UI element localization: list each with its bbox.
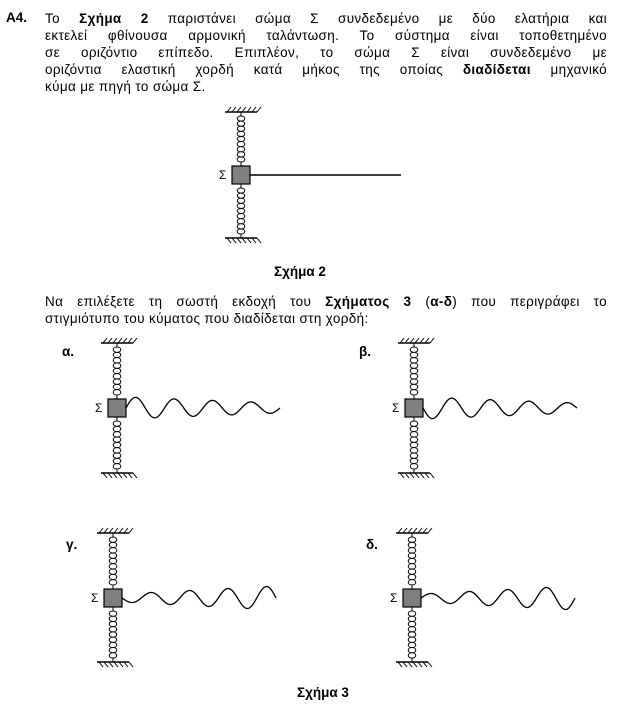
figure-2-top-spring xyxy=(236,112,246,166)
p2-line-1: Να επιλέξετε τη σωστή εκδοχή του Σχήματο… xyxy=(45,294,607,309)
p1-line-4: οριζόντια ελαστική χορδή κατά μήκος της … xyxy=(45,62,608,77)
figure-2-caption: Σχήμα 2 xyxy=(274,264,326,279)
option-b-body xyxy=(404,398,424,418)
option-c-bottom-spring xyxy=(108,607,118,662)
option-b-wave xyxy=(422,397,578,420)
option-c-top-spring xyxy=(108,533,118,589)
option-a-label: α. xyxy=(62,344,75,359)
p1-line-1: Το Σχήμα 2 παριστάνει σώμα Σ συνδεδεμένο… xyxy=(45,11,608,26)
option-b-bottom-spring xyxy=(409,417,419,473)
question-paragraph-2: Να επιλέξετε τη σωστή εκδοχή του Σχήματο… xyxy=(45,293,607,327)
option-d-bottom-spring xyxy=(407,607,417,662)
figure-2-body xyxy=(231,165,251,185)
figure-2-bottom-spring xyxy=(236,184,246,238)
option-c-wave xyxy=(121,585,277,610)
option-d-label: δ. xyxy=(366,537,378,552)
figure-3-caption: Σχήμα 3 xyxy=(297,685,349,700)
figure-2-body-label: Σ xyxy=(219,168,226,182)
option-b-assembly: Σ xyxy=(392,337,578,479)
option-b-label: β. xyxy=(359,344,371,359)
p1-line-5: κύμα με πηγή το σώμα Σ. xyxy=(45,79,206,94)
figure-2-assembly: Σ xyxy=(219,106,401,244)
option-a-assembly: Σ xyxy=(95,337,281,479)
p1-line-3: σε οριζόντιο επίπεδο. Επιπλέον, το σώμα … xyxy=(45,45,607,60)
option-c-assembly: Σ xyxy=(91,527,277,668)
option-d-wave xyxy=(420,586,576,611)
option-c-body-label: Σ xyxy=(91,591,98,605)
option-a-body-label: Σ xyxy=(95,401,102,415)
option-d-top-spring xyxy=(407,533,417,589)
option-b-body-label: Σ xyxy=(392,401,399,415)
question-number: A4. xyxy=(6,10,28,25)
option-a-wave xyxy=(125,396,281,419)
option-c-body xyxy=(103,588,123,608)
question-paragraph-1: Το Σχήμα 2 παριστάνει σώμα Σ συνδεδεμένο… xyxy=(45,10,607,95)
option-b-top-spring xyxy=(409,343,419,399)
option-a-bottom-spring xyxy=(112,417,122,473)
p1-line-2: εκτελεί φθίνουσα αρμονική ταλάντωση. Το … xyxy=(45,28,607,43)
p2-line-2: στιγμιότυπο του κύματος που διαδίδεται σ… xyxy=(45,311,369,326)
option-a-top-spring xyxy=(112,343,122,399)
option-c-label: γ. xyxy=(66,537,78,552)
option-a-body xyxy=(107,398,127,418)
option-d-body-label: Σ xyxy=(390,591,397,605)
option-d-assembly: Σ xyxy=(390,527,576,668)
option-d-body xyxy=(402,588,422,608)
